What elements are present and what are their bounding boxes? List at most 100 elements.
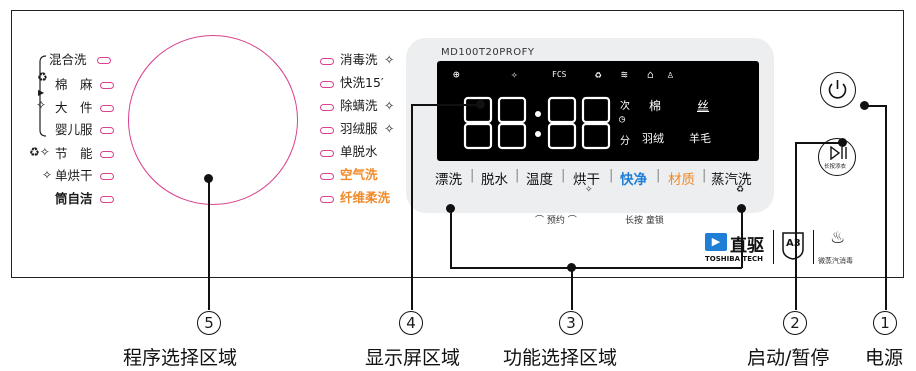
tub-icon: ⊕ xyxy=(453,68,460,81)
callout-number: 3 xyxy=(559,311,583,335)
steam-icon: ♻ xyxy=(736,185,745,195)
function-rinse-button[interactable]: 漂洗 xyxy=(435,172,462,188)
a3-label: A3 xyxy=(786,238,801,249)
a3-shield-icon xyxy=(782,232,804,260)
callout-anchor-dot xyxy=(476,100,485,109)
callout-line xyxy=(571,268,573,310)
material-silk: 丝 xyxy=(697,99,710,113)
function-spin-button[interactable]: 脱水 xyxy=(481,172,508,188)
program-label: 棉 麻 xyxy=(55,77,93,92)
program-indicator[interactable] xyxy=(100,173,114,180)
start-pause-button[interactable]: 长按添衣 xyxy=(818,138,856,176)
program-label: 单脱水 xyxy=(340,144,378,159)
callout-anchor-dot xyxy=(567,263,576,272)
callout-number: 2 xyxy=(783,311,807,335)
callout-number: 4 xyxy=(399,311,423,335)
program-label: 纤维柔洗 xyxy=(340,190,391,205)
function-temperature-button[interactable]: 温度 xyxy=(526,172,553,188)
program-indicator[interactable] xyxy=(100,82,114,89)
program-indicator[interactable] xyxy=(100,196,114,203)
child-lock-icon: ♙ xyxy=(667,68,674,81)
callout-label: 功能选择区域 xyxy=(503,347,618,369)
function-dry-button[interactable]: 烘干 xyxy=(573,172,600,188)
callout-label: 程序选择区域 xyxy=(123,347,238,369)
program-indicator[interactable] xyxy=(320,104,334,111)
separator: | xyxy=(609,168,614,183)
callout-line xyxy=(741,208,743,268)
power-icon xyxy=(828,80,847,99)
clock-icon: ◷ xyxy=(619,114,626,125)
sparkle-icon: ✧ xyxy=(384,52,395,67)
unit-times: 次 xyxy=(620,101,630,112)
program-label: 快洗15′ xyxy=(340,75,384,90)
callout-line xyxy=(885,105,887,310)
program-indicator[interactable] xyxy=(320,196,334,203)
callout-line xyxy=(450,267,742,269)
steam-icon: ♻ xyxy=(595,68,602,81)
separator: | xyxy=(515,168,520,183)
callout-anchor-dot xyxy=(838,138,847,147)
program-indicator[interactable] xyxy=(320,81,334,88)
function-steam-wash-button[interactable]: 蒸汽洗 xyxy=(711,172,752,188)
sparkle-icon: ✧ xyxy=(384,121,395,136)
fcs-icon: FCS xyxy=(552,70,567,79)
sparkle-icon: ✧ xyxy=(384,98,395,113)
brand-name: 直驱 xyxy=(730,236,764,256)
divider xyxy=(813,230,814,264)
separator: | xyxy=(470,168,475,183)
divider xyxy=(773,230,774,264)
play-pause-icon xyxy=(830,146,847,160)
sparkle-icon: ✧ xyxy=(42,168,53,182)
program-label: 混合洗 xyxy=(49,52,87,67)
program-indicator[interactable] xyxy=(97,57,111,64)
separator: | xyxy=(702,168,707,183)
program-indicator[interactable] xyxy=(100,105,114,112)
direct-drive-logo-icon: ▶ xyxy=(705,233,727,251)
program-dial[interactable] xyxy=(128,35,298,205)
program-indicator[interactable] xyxy=(320,150,334,157)
material-wool: 羊毛 xyxy=(689,132,711,145)
callout-line xyxy=(450,208,452,268)
callout-line xyxy=(208,178,210,310)
micro-steam-label: 微蒸汽消毒 xyxy=(818,257,853,265)
micro-steam-icon: ♨ xyxy=(830,228,846,248)
program-label: 除螨洗 xyxy=(340,98,378,113)
steam-sparkle-icon: ♻✧ xyxy=(29,145,50,159)
program-label: 筒自洁 xyxy=(55,191,93,206)
callout-line xyxy=(795,142,840,144)
callout-number: 5 xyxy=(197,311,221,335)
program-label: 空气洗 xyxy=(340,167,378,182)
sun-icon: ✧ xyxy=(511,68,518,81)
brand-sub: TOSHIBA TECH xyxy=(705,255,763,263)
long-press-hint: 长按 童锁 xyxy=(625,216,664,226)
separator: | xyxy=(656,168,661,183)
program-label: 羽绒服 xyxy=(340,121,378,136)
callout-number: 1 xyxy=(873,311,897,335)
program-label: 大 件 xyxy=(55,100,93,115)
material-down: 羽绒 xyxy=(642,132,664,145)
program-label: 单烘干 xyxy=(55,168,93,183)
callout-line xyxy=(411,104,478,106)
callout-label: 启动/暂停 xyxy=(747,347,830,369)
function-material-button[interactable]: 材质 xyxy=(668,172,695,188)
circulation-icon: ♻ xyxy=(37,70,48,84)
separator: | xyxy=(561,168,566,183)
program-indicator[interactable] xyxy=(320,173,334,180)
arrow-icon: ▶ xyxy=(38,88,45,97)
program-indicator[interactable] xyxy=(100,127,114,134)
program-label: 节 能 xyxy=(55,146,93,161)
program-indicator[interactable] xyxy=(100,151,114,158)
start-button-caption: 长按添衣 xyxy=(824,164,847,170)
function-quick-clean-button[interactable]: 快净 xyxy=(620,172,647,188)
material-cotton: 棉 xyxy=(649,99,662,113)
callout-line xyxy=(411,104,413,310)
bracket-icon xyxy=(39,55,47,137)
program-label: 消毒洗 xyxy=(340,52,378,67)
sparkle-icon: ✧ xyxy=(36,98,47,112)
program-label: 婴儿服 xyxy=(55,122,93,137)
seven-segment-digits xyxy=(463,96,611,150)
program-indicator[interactable] xyxy=(320,127,334,134)
power-button[interactable] xyxy=(820,72,856,108)
reserve-hint: ⌒ 预约 ⌒ xyxy=(535,216,577,226)
program-indicator[interactable] xyxy=(320,58,334,65)
